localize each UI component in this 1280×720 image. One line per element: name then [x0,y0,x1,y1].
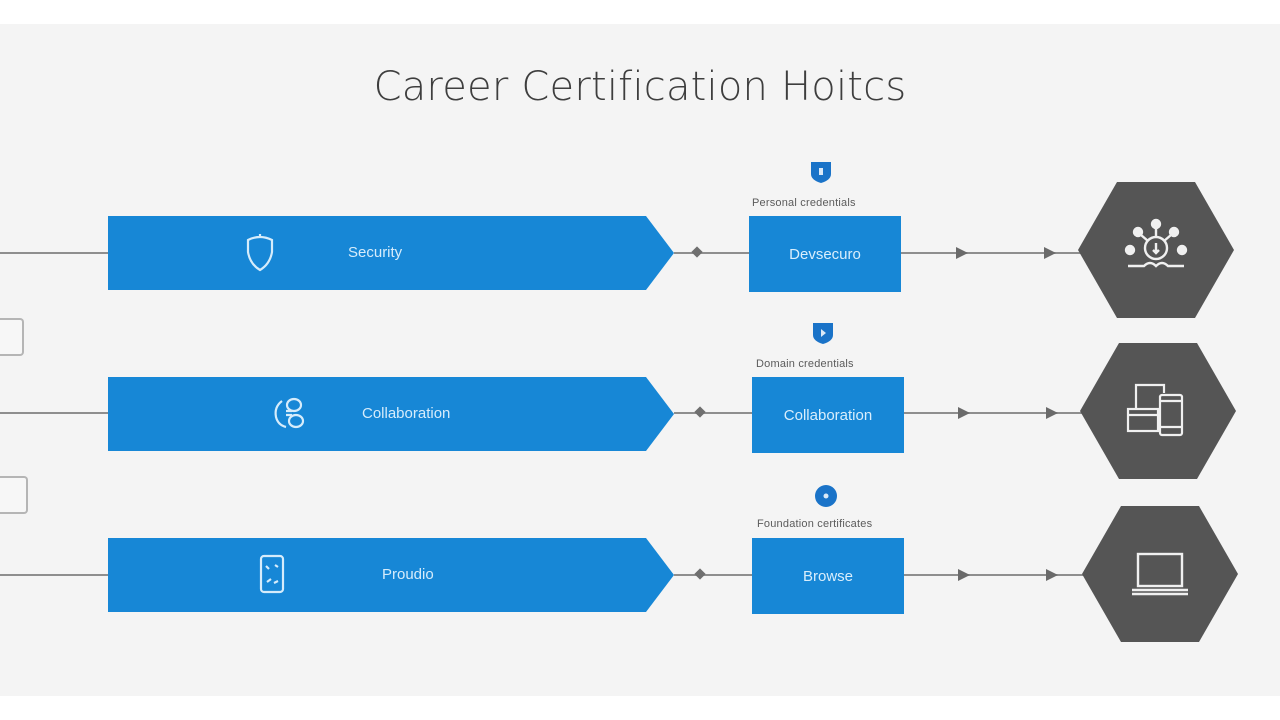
outcome-hex[interactable] [1082,506,1238,642]
devices-icon [1118,371,1198,451]
shield-icon [238,230,282,274]
track-label: Security [348,244,403,261]
connector-line [0,252,108,254]
step-caption: Domain credentials [756,358,854,370]
track-bar-proudio[interactable]: Proudio [108,538,674,612]
connector-line [674,252,750,254]
collaboration-icon [268,391,312,435]
connector-line [0,574,108,576]
outcome-hex[interactable] [1078,182,1234,318]
connector-line [904,574,1084,576]
tablet-icon [250,552,294,596]
step-caption: Personal credentials [752,197,856,209]
network-lightbulb-icon [1116,210,1196,290]
arrow-shape [108,538,674,612]
arrowhead-icon [1044,247,1056,259]
shield-badge-icon [808,159,834,185]
shield-badge-icon [810,320,836,346]
connector-line [901,252,1081,254]
arrow-shape [108,377,674,451]
arrowhead-icon [1046,569,1058,581]
circle-badge-icon [813,483,839,509]
diagram-title: Career Certification Hoitcs [373,64,907,110]
step-caption: Foundation certificates [757,518,873,530]
offscreen-node [0,318,24,356]
step-box[interactable]: Browse [752,538,904,614]
track-label: Collaboration [362,405,451,422]
connector-line [674,574,754,576]
arrowhead-icon [1046,407,1058,419]
track-label: Proudio [382,566,434,583]
step-box[interactable]: Devsecuro [749,216,901,292]
arrowhead-icon [958,407,970,419]
arrowhead-icon [958,569,970,581]
laptop-icon [1120,534,1200,614]
connector-line [904,412,1082,414]
connector-line [0,412,108,414]
arrowhead-icon [956,247,968,259]
arrow-shape [108,216,674,290]
track-bar-collaboration[interactable]: Collaboration [108,377,674,451]
step-box[interactable]: Collaboration [752,377,904,453]
outcome-hex[interactable] [1080,343,1236,479]
connector-line [674,412,752,414]
track-bar-security[interactable]: Security [108,216,674,290]
offscreen-node [0,476,28,514]
